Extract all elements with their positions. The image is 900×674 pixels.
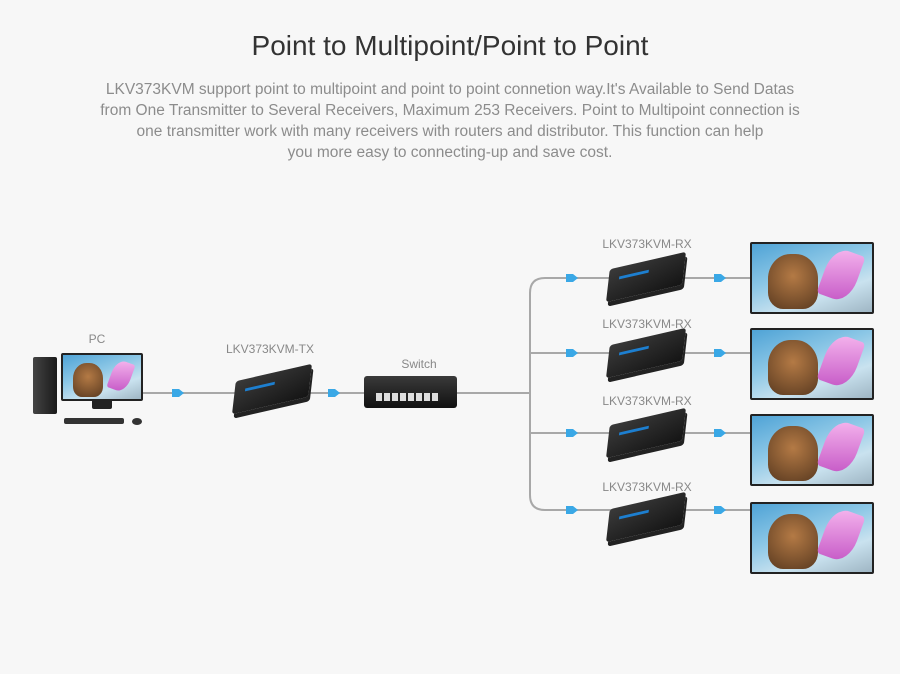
switch-label: Switch <box>401 357 437 371</box>
display-icon <box>750 414 874 486</box>
arrow-icon <box>714 506 726 514</box>
bus-line <box>529 277 546 511</box>
display-icon <box>750 328 874 400</box>
description-line: you more easy to connecting-up and save … <box>287 144 613 161</box>
pc-label: PC <box>88 332 106 346</box>
description-line: from One Transmitter to Several Receiver… <box>100 102 800 119</box>
rx-label: LKV373KVM-RX <box>602 480 692 494</box>
switch-icon <box>364 376 457 408</box>
rx-label: LKV373KVM-RX <box>602 317 692 331</box>
description-line: one transmitter work with many receivers… <box>136 123 764 140</box>
pc-monitor-icon <box>61 353 143 401</box>
monitor-stand-icon <box>92 399 112 409</box>
description: LKV373KVM support point to multipoint an… <box>40 79 860 163</box>
mouse-icon <box>132 418 142 425</box>
rx-label: LKV373KVM-RX <box>602 394 692 408</box>
arrow-icon <box>172 389 184 397</box>
arrow-icon <box>714 274 726 282</box>
arrow-icon <box>714 429 726 437</box>
pc-tower-icon <box>33 357 57 414</box>
arrow-icon <box>566 349 578 357</box>
rx-label: LKV373KVM-RX <box>602 237 692 251</box>
arrow-icon <box>328 389 340 397</box>
arrow-icon <box>566 429 578 437</box>
arrow-icon <box>566 506 578 514</box>
arrow-icon <box>714 349 726 357</box>
display-icon <box>750 242 874 314</box>
page-title: Point to Multipoint/Point to Point <box>251 30 649 61</box>
display-icon <box>750 502 874 574</box>
tx-label: LKV373KVM-TX <box>225 342 315 356</box>
arrow-icon <box>566 274 578 282</box>
keyboard-icon <box>64 418 124 424</box>
description-line: LKV373KVM support point to multipoint an… <box>105 81 795 98</box>
